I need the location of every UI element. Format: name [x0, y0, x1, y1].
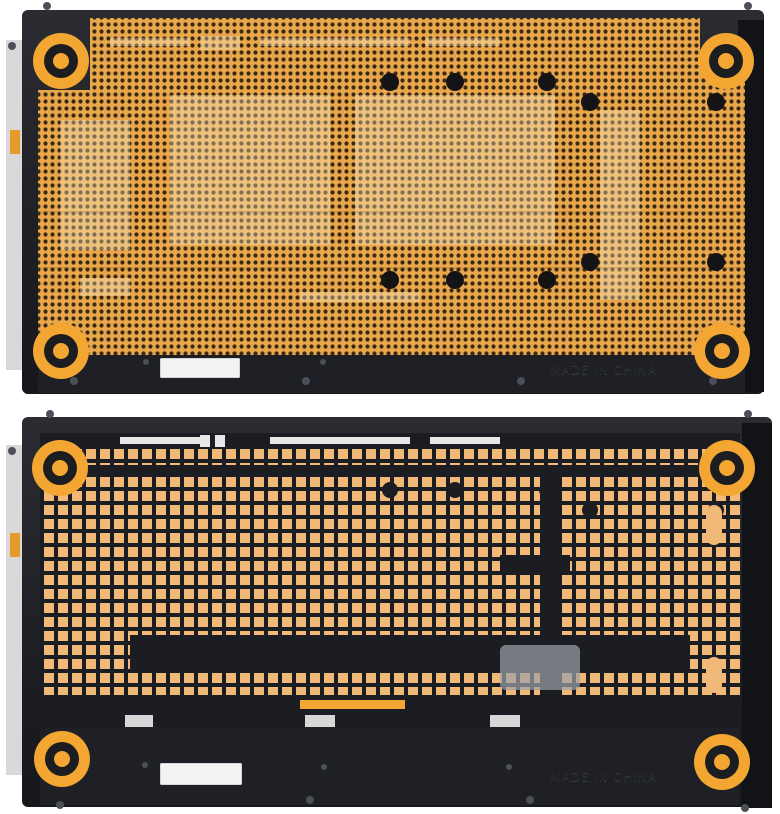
- mesh-panel: [38, 18, 745, 355]
- side-bracket: [6, 40, 24, 370]
- top-case-drawing: [6, 2, 764, 394]
- foot-icon: [33, 33, 754, 379]
- screw-icon: [8, 2, 752, 385]
- made-in-label: MADE IN CHINA: [550, 363, 657, 377]
- screw-icon: [8, 410, 752, 812]
- sticker-blurred: [160, 763, 242, 785]
- sticker-blurred: [160, 358, 240, 378]
- made-in-label: MADE IN CHINA: [550, 770, 657, 784]
- foot-icon: [32, 440, 755, 790]
- bottom-case: MADE IN CHINA: [0, 405, 780, 814]
- top-case: MADE IN CHINA: [0, 0, 780, 405]
- bottom-case-drawing: [6, 410, 772, 812]
- mesh-holes: [381, 73, 725, 289]
